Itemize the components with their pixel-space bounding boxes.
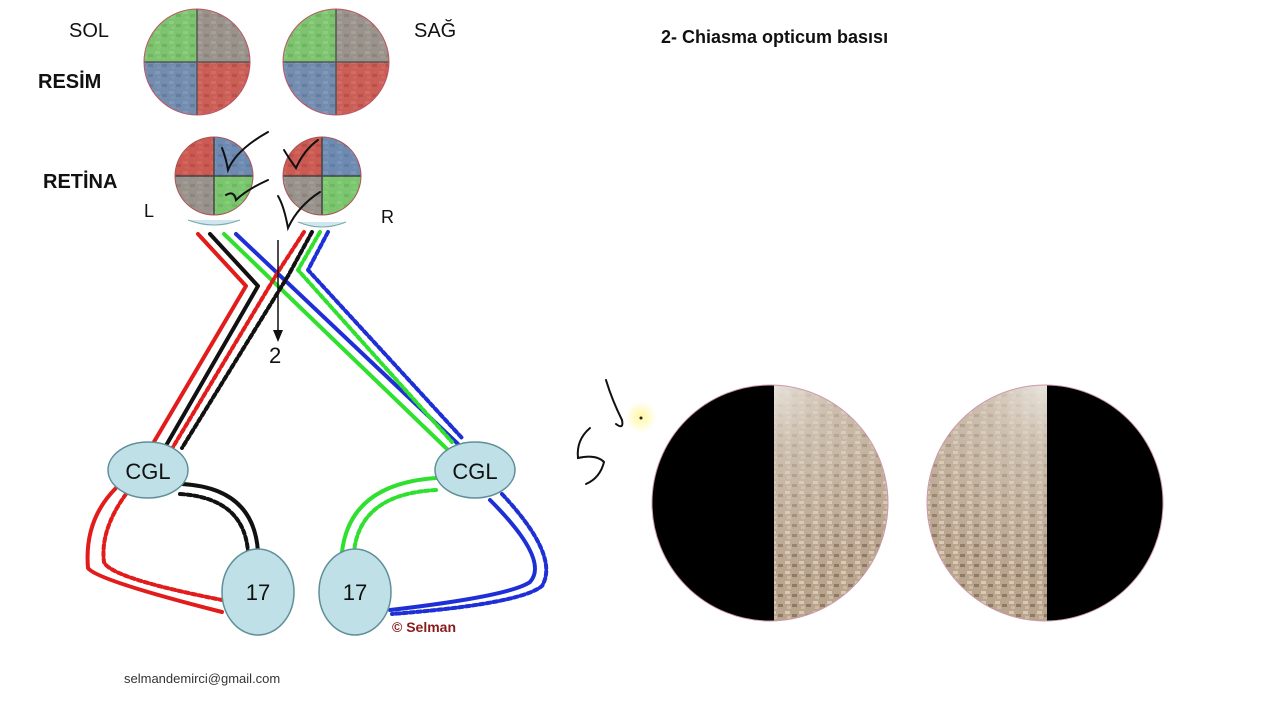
visual-field-left-eye [651, 384, 889, 622]
visual-field-right-eye [926, 384, 1164, 622]
retina-left-circle [174, 136, 254, 226]
handwritten-checks [221, 131, 321, 232]
image-right-circle [282, 8, 390, 116]
cgl-left-label: CGL [125, 459, 170, 484]
cgl-right-label: CGL [452, 459, 497, 484]
cortex-right-label: 17 [343, 580, 367, 605]
label-sol: SOL [69, 20, 110, 42]
lesion-label: 2 [269, 343, 282, 368]
retina-right-circle [282, 136, 362, 228]
handwritten-scribble [576, 379, 624, 485]
cortex-left-label: 17 [246, 580, 270, 605]
email-label: selmandemirci@gmail.com [124, 671, 281, 686]
label-left-eye: L [144, 201, 155, 221]
cortex-right-node [318, 548, 392, 636]
image-left-circle [143, 8, 251, 116]
label-right-eye: R [381, 207, 394, 227]
cgl-right-node [434, 441, 516, 499]
slide-title: 2- Chiasma opticum basısı [661, 27, 889, 47]
cgl-left-node [107, 441, 189, 499]
copyright-label: © Selman [392, 619, 457, 635]
lesion-arrow [273, 240, 283, 342]
optic-pathways [85, 230, 549, 616]
cortex-left-node [221, 548, 295, 636]
label-resim: RESİM [38, 71, 102, 93]
label-retina: RETİNA [43, 171, 118, 193]
cursor-dot [639, 416, 643, 420]
label-sag: SAĞ [414, 20, 457, 42]
